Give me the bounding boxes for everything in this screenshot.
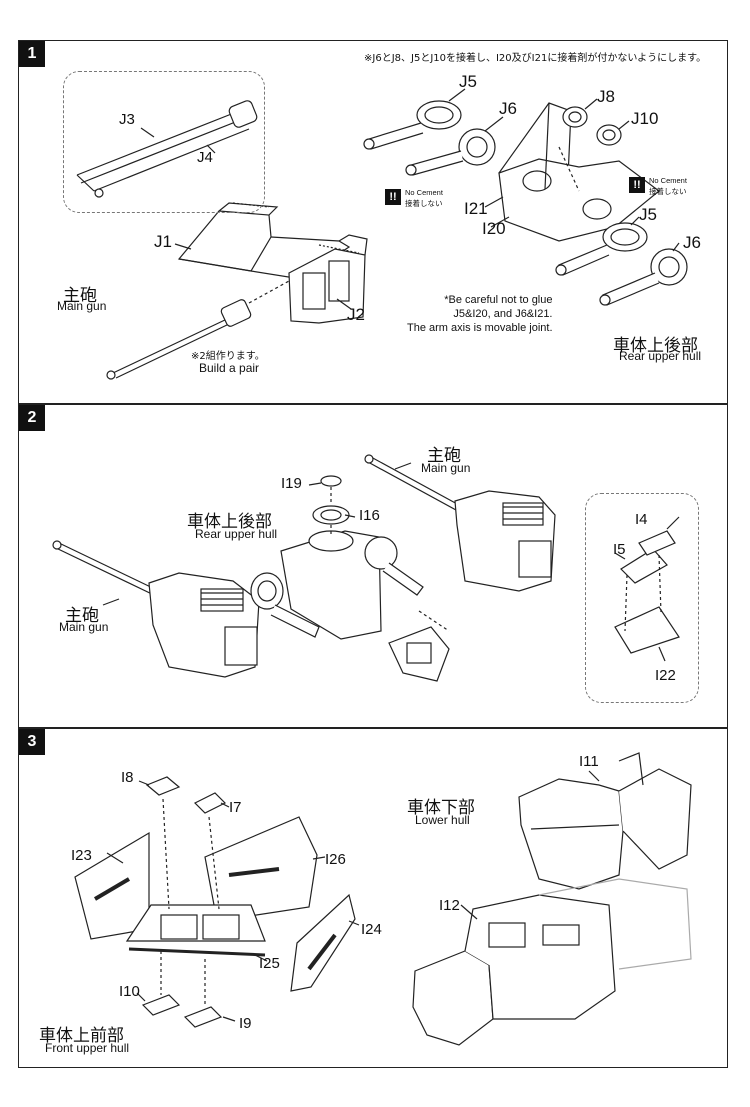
part-label-J4: J4 xyxy=(197,149,213,166)
barrel-group-box xyxy=(63,71,265,213)
step-2-illustration xyxy=(52,454,680,682)
rear-hull-title-en: Rear upper hull xyxy=(195,527,278,541)
lower-hull-title-en: Lower hull xyxy=(415,813,470,827)
sub-assembly-box xyxy=(585,493,699,703)
rear-hull-title-en: Rear upper hull xyxy=(619,349,702,363)
rear-hull-title-jp: 車体上後部 xyxy=(613,336,698,356)
main-gun-title-jp: 主砲 xyxy=(63,286,97,306)
build-pair-en: Build a pair xyxy=(199,361,260,375)
step-number: 2 xyxy=(19,405,45,431)
part-label-I25: I25 xyxy=(259,955,280,972)
front-hull-title-jp: 車体上前部 xyxy=(39,1026,124,1046)
part-label-I7: I7 xyxy=(229,799,242,816)
step-1-illustration xyxy=(76,88,688,380)
no-cement-icon-2: !! xyxy=(629,177,645,193)
part-label-J6: J6 xyxy=(499,99,517,118)
glue-warning-line3: The arm axis is movable joint. xyxy=(407,322,553,334)
no-cement-jp: 接着しない xyxy=(405,199,443,208)
part-label-I11: I11 xyxy=(579,753,599,770)
part-label-J3: J3 xyxy=(119,111,135,128)
part-label-I9: I9 xyxy=(239,1015,252,1032)
step-3-panel: 3 xyxy=(18,728,728,1068)
no-cement-icon: !! xyxy=(385,189,401,205)
step-1-note: ※J6とJ8、J5とJ10を接着し、I20及びI21に接着剤が付かないようにしま… xyxy=(364,53,707,64)
no-cement-jp-2: 接着しない xyxy=(649,187,687,196)
part-label-I16: I16 xyxy=(359,507,380,524)
step-3-illustration xyxy=(74,752,692,1046)
no-cement-en-2: No Cement xyxy=(649,176,687,185)
part-label-J10: J10 xyxy=(631,109,659,128)
step-2-panel: 2 xyxy=(18,404,728,728)
part-label-I24: I24 xyxy=(361,921,382,938)
part-label-I22: I22 xyxy=(655,667,676,684)
part-label-J8: J8 xyxy=(597,87,615,106)
part-label-I8: I8 xyxy=(121,769,134,786)
build-pair-jp: ※2組作ります。 xyxy=(191,351,265,362)
part-label-I23: I23 xyxy=(71,847,92,864)
step-number: 3 xyxy=(19,729,45,755)
rear-hull-title-jp: 車体上後部 xyxy=(187,512,272,532)
lower-hull-title-jp: 車体下部 xyxy=(407,798,475,818)
main-gun-title-en: Main gun xyxy=(57,299,107,313)
part-label-J6-lower: J6 xyxy=(683,233,701,252)
part-label-J5-lower: J5 xyxy=(639,205,657,224)
main-gun-left-jp: 主砲 xyxy=(65,606,99,626)
part-label-I26: I26 xyxy=(325,851,346,868)
part-label-J2: J2 xyxy=(347,305,365,324)
part-label-J5: J5 xyxy=(459,72,477,91)
no-cement-label: No Cement 接着しない xyxy=(405,187,443,209)
step-number: 1 xyxy=(19,41,45,67)
glue-warning-line2: J5&I20, and J6&I21. xyxy=(453,308,553,320)
part-label-I10: I10 xyxy=(119,983,140,1000)
main-gun-left-en: Main gun xyxy=(59,620,109,634)
part-label-I4: I4 xyxy=(635,511,648,528)
part-label-I20: I20 xyxy=(482,219,506,238)
part-label-J1: J1 xyxy=(154,232,172,251)
main-gun-right-en: Main gun xyxy=(421,461,471,475)
part-label-I5: I5 xyxy=(613,541,626,558)
front-hull-title-en: Front upper hull xyxy=(45,1041,130,1055)
part-label-I21: I21 xyxy=(464,199,488,218)
part-label-I19: I19 xyxy=(281,475,302,492)
part-label-I12: I12 xyxy=(439,897,460,914)
main-gun-right-jp: 主砲 xyxy=(427,446,461,466)
glue-warning-line1: *Be careful not to glue xyxy=(444,294,553,306)
no-cement-en: No Cement xyxy=(405,188,443,197)
step-1-panel: 1 xyxy=(18,40,728,404)
no-cement-label-2: No Cement 接着しない xyxy=(649,175,687,197)
glue-warning: *Be careful not to glue J5&I20, and J6&I… xyxy=(407,293,553,335)
